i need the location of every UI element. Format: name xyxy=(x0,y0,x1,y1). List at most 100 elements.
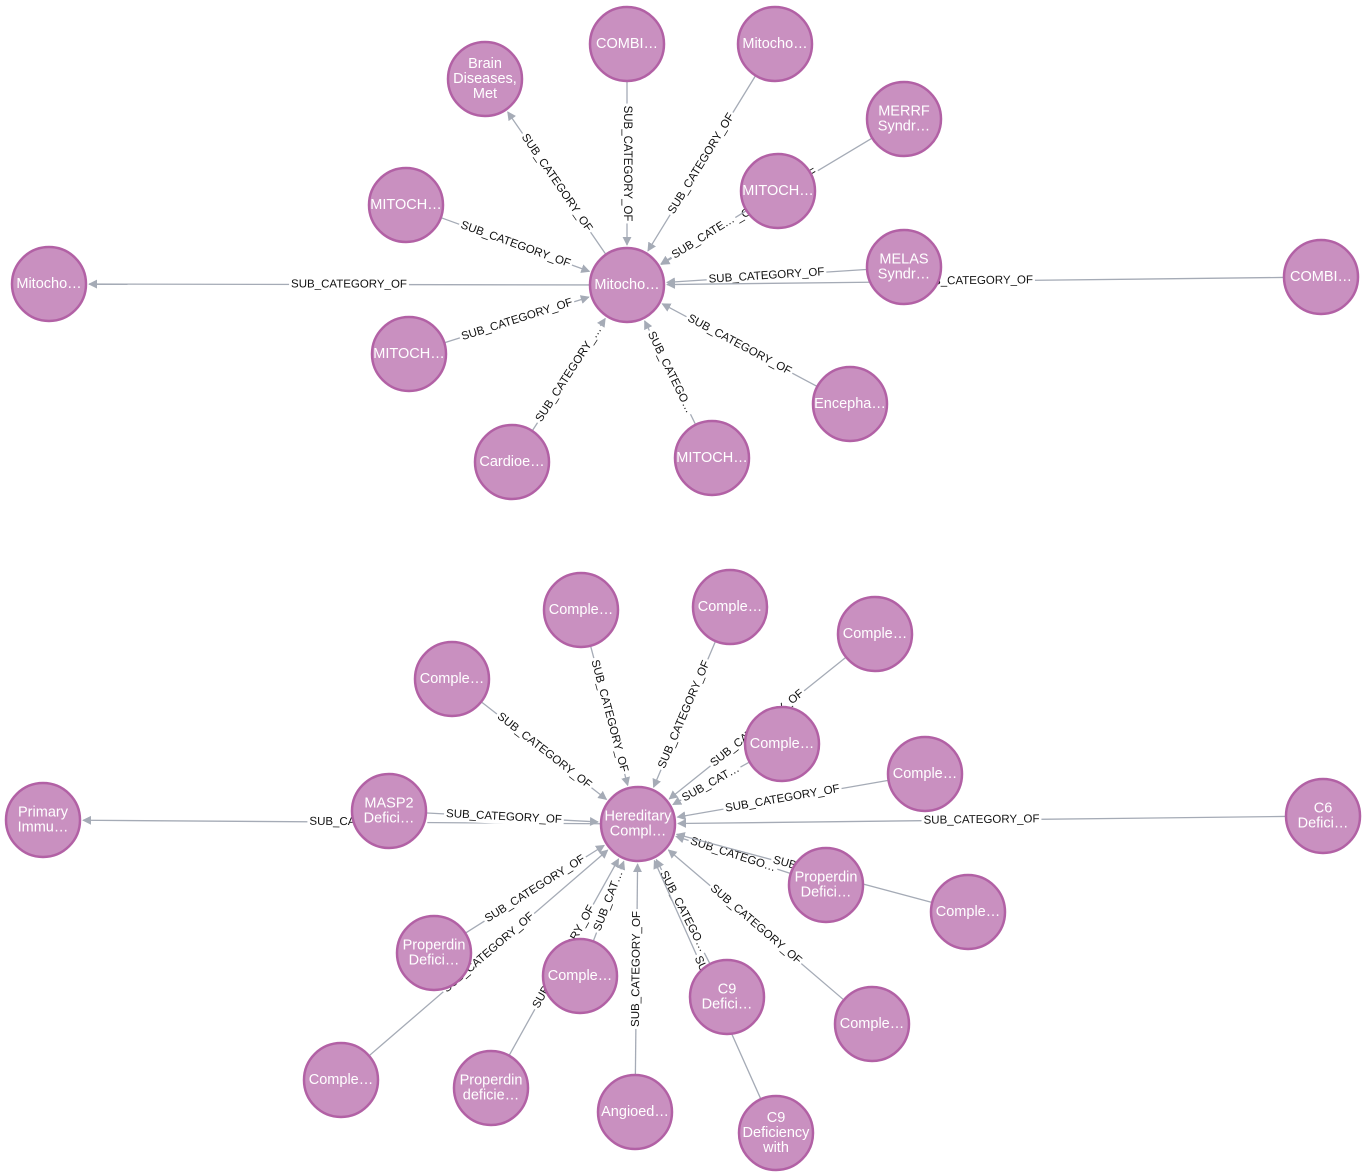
node-label: Primary xyxy=(18,805,69,821)
node-circle[interactable] xyxy=(736,5,814,83)
node-m-mito-tr[interactable]: Mitocho… xyxy=(736,5,814,83)
edge-label-background xyxy=(531,322,607,427)
node-h-masp2[interactable]: MASP2Defici… xyxy=(350,772,428,850)
node-circle[interactable] xyxy=(473,423,551,501)
edge-h_masp2-to-h_center[interactable]: SUB_CATEGORY_OF xyxy=(426,806,599,828)
node-h-comp-br[interactable]: Comple… xyxy=(833,985,911,1063)
edge-label-background xyxy=(443,806,565,828)
node-circle[interactable] xyxy=(673,419,751,497)
node-circle[interactable] xyxy=(395,914,473,992)
node-label: Syndr… xyxy=(878,267,930,283)
node-circle[interactable] xyxy=(350,772,428,850)
node-circle[interactable] xyxy=(886,735,964,813)
node-circle[interactable] xyxy=(1282,238,1360,316)
node-h-c6[interactable]: C6Defici… xyxy=(1284,777,1362,855)
node-circle[interactable] xyxy=(452,1049,530,1127)
node-h-c9[interactable]: C9Defici… xyxy=(688,958,766,1036)
node-h-comp-inner[interactable]: Comple… xyxy=(743,705,821,783)
node-h-comp-left[interactable]: Comple… xyxy=(413,640,491,718)
node-m-center[interactable]: Mitocho… xyxy=(588,246,666,324)
node-m-combi-right[interactable]: COMBI… xyxy=(1282,238,1360,316)
node-m-encepha[interactable]: Encepha… xyxy=(811,365,889,443)
node-circle[interactable] xyxy=(596,1073,674,1151)
node-circle[interactable] xyxy=(929,873,1007,951)
node-m-mitoch-inner[interactable]: MITOCH… xyxy=(739,152,817,230)
edge-m_mitoch_bl-to-m_center[interactable]: SUB_CATEGORY_OF xyxy=(445,295,590,345)
edge-m_combi1-to-m_center[interactable]: SUB_CATEGORY_OF xyxy=(620,82,634,246)
edge-h_comp1-to-h_center[interactable]: SUB_CATEGORY_OF xyxy=(587,646,632,787)
node-m-combi1[interactable]: COMBI… xyxy=(588,5,666,83)
node-m-melas[interactable]: MELASSyndr… xyxy=(865,228,943,306)
node-h-properdin-r[interactable]: ProperdinDefici… xyxy=(787,846,865,924)
node-circle[interactable] xyxy=(588,5,666,83)
edge-m_cardio-to-m_center[interactable]: SUB_CATEGORY_… xyxy=(531,317,607,431)
node-circle[interactable] xyxy=(836,595,914,673)
node-h-properdin-l[interactable]: ProperdinDefici… xyxy=(395,914,473,992)
edge-h_c9-to-h_center[interactable]: SUB_CATEGO… xyxy=(655,858,711,964)
node-label: Defici… xyxy=(364,811,415,827)
edge-m_mitoch_inner-to-m_center[interactable]: SUB_CATE… xyxy=(660,210,747,265)
edge-h_comp2-to-h_center[interactable]: SUB_CATEGORY_OF xyxy=(652,641,716,789)
node-h-comp3[interactable]: Comple… xyxy=(836,595,914,673)
node-circle[interactable] xyxy=(688,958,766,1036)
edge-label-background xyxy=(516,129,597,237)
node-m-mitoch-bottom[interactable]: MITOCH… xyxy=(673,419,751,497)
node-h-properdin-b[interactable]: Properdindeficie… xyxy=(452,1049,530,1127)
node-circle[interactable] xyxy=(739,152,817,230)
edge-m_mitoch_bottom-to-m_center[interactable]: SUB_CATEGO… xyxy=(643,320,697,425)
node-h-center[interactable]: HereditaryCompl… xyxy=(599,785,677,863)
edge-h_c6-to-h_center[interactable]: SUB_CATEGORY_OF xyxy=(677,812,1286,828)
edge-label-background xyxy=(722,781,843,817)
edge-m_center-to-m_mito_far[interactable]: SUB_CATEGORY_OF xyxy=(88,277,590,292)
node-h-comp-mid[interactable]: Comple… xyxy=(541,937,619,1015)
node-label: Angioed… xyxy=(601,1104,669,1120)
node-h-comp2[interactable]: Comple… xyxy=(691,568,769,646)
node-circle[interactable] xyxy=(542,571,620,649)
edge-h_comp_inner-to-h_center[interactable]: SUB_CAT… xyxy=(672,760,750,807)
node-h-angio[interactable]: Angioed… xyxy=(596,1073,674,1151)
node-circle[interactable] xyxy=(370,315,448,393)
node-circle[interactable] xyxy=(865,228,943,306)
edge-label-group: SUB_CATEGORY_OF xyxy=(289,277,409,292)
node-m-mitoch-left[interactable]: MITOCH… xyxy=(367,166,445,244)
node-m-mitoch-bl[interactable]: MITOCH… xyxy=(370,315,448,393)
node-circle[interactable] xyxy=(446,40,524,118)
edge-m_encepha-to-m_center[interactable]: SUB_CATEGORY_OF xyxy=(661,303,817,387)
node-circle[interactable] xyxy=(1284,777,1362,855)
node-circle[interactable] xyxy=(541,937,619,1015)
node-circle[interactable] xyxy=(367,166,445,244)
edge-m_mitoch_left-to-m_center[interactable]: SUB_CATEGORY_OF xyxy=(441,217,591,273)
edge-label-group: SUB_CATEGORY_OF xyxy=(516,129,597,237)
node-circle[interactable] xyxy=(743,705,821,783)
node-m-cardio[interactable]: Cardioe… xyxy=(473,423,551,501)
node-circle[interactable] xyxy=(588,246,666,324)
node-h-comp-r2[interactable]: Comple… xyxy=(929,873,1007,951)
node-circle[interactable] xyxy=(833,985,911,1063)
node-m-merrf[interactable]: MERRFSyndr… xyxy=(865,80,943,158)
node-circle[interactable] xyxy=(691,568,769,646)
node-label: Defici… xyxy=(702,997,753,1013)
node-label: MELAS xyxy=(879,252,928,268)
node-circle[interactable] xyxy=(811,365,889,443)
node-circle[interactable] xyxy=(10,245,88,323)
node-m-mito-far[interactable]: Mitocho… xyxy=(10,245,88,323)
node-circle[interactable] xyxy=(413,640,491,718)
node-h-comp1[interactable]: Comple… xyxy=(542,571,620,649)
node-h-comp-right[interactable]: Comple… xyxy=(886,735,964,813)
node-circle[interactable] xyxy=(737,1094,815,1172)
edge-h_angio-to-h_center[interactable]: SUB_CATEGORY_OF xyxy=(628,863,645,1075)
node-h-comp-bl[interactable]: Comple… xyxy=(302,1041,380,1119)
edge-m_center-to-m_brain[interactable]: SUB_CATEGORY_OF xyxy=(507,111,606,255)
edge-m_combi_right-to-m_center[interactable]: SUB_CATEGORY_OF xyxy=(666,273,1284,289)
node-circle[interactable] xyxy=(865,80,943,158)
node-label: Deficiency xyxy=(743,1125,811,1141)
node-circle[interactable] xyxy=(599,785,677,863)
node-circle[interactable] xyxy=(787,846,865,924)
node-circle[interactable] xyxy=(4,781,82,859)
node-circle[interactable] xyxy=(302,1041,380,1119)
node-h-primary[interactable]: PrimaryImmu… xyxy=(4,781,82,859)
edge-m_melas-to-m_center[interactable]: SUB_CATEGORY_OF xyxy=(666,265,867,287)
edge-h_comp_left-to-h_center[interactable]: SUB_CATEGORY_OF xyxy=(481,701,608,800)
